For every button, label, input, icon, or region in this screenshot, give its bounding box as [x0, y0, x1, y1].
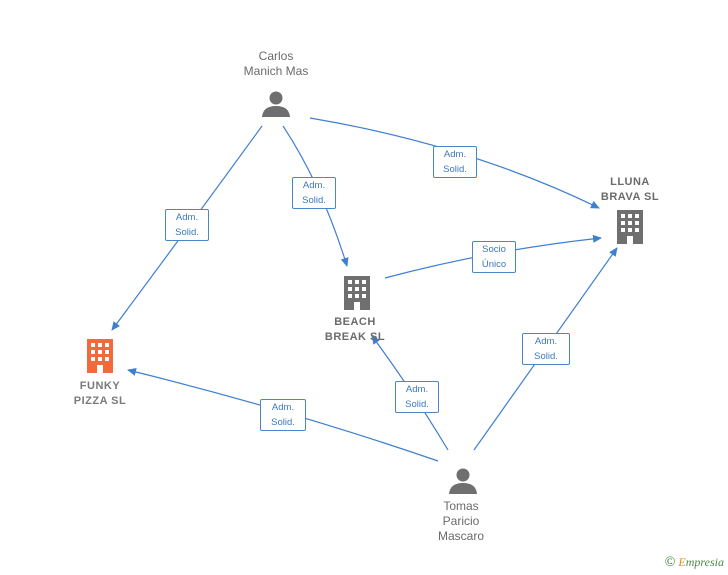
empresia-watermark: © Empresia: [665, 555, 724, 571]
edge-label-carlos-funky: Adm. Solid.: [165, 209, 209, 241]
building-icon-highlighted: [87, 339, 113, 373]
edge-label-tomas-funky: Adm. Solid.: [260, 399, 306, 431]
building-icon: [344, 276, 370, 310]
node-label-beach[interactable]: BEACH BREAK SL: [324, 316, 386, 343]
edge-label-carlos-beach: Adm. Solid.: [292, 177, 336, 209]
node-label-tomas[interactable]: Tomas Paricio Mascaro: [437, 499, 484, 543]
empresia-logo-text: mpresia: [685, 555, 724, 569]
empresia-logo-initial: E: [678, 555, 686, 569]
edge-label-carlos-lluna: Adm. Solid.: [433, 146, 477, 178]
edge-label-tomas-beach: Adm. Solid.: [395, 381, 439, 413]
edge-label-tomas-lluna: Adm. Solid.: [522, 333, 570, 365]
node-label-lluna[interactable]: LLUNA BRAVA SL: [600, 176, 660, 203]
person-icon: [449, 468, 477, 494]
node-label-carlos[interactable]: Carlos Manich Mas: [243, 49, 309, 78]
edge-label-beach-lluna: Socio Único: [472, 241, 516, 273]
building-icon: [617, 210, 643, 244]
node-label-funky[interactable]: FUNKY PIZZA SL: [73, 380, 127, 407]
copyright-icon: ©: [664, 555, 676, 570]
person-icon: [262, 91, 290, 117]
